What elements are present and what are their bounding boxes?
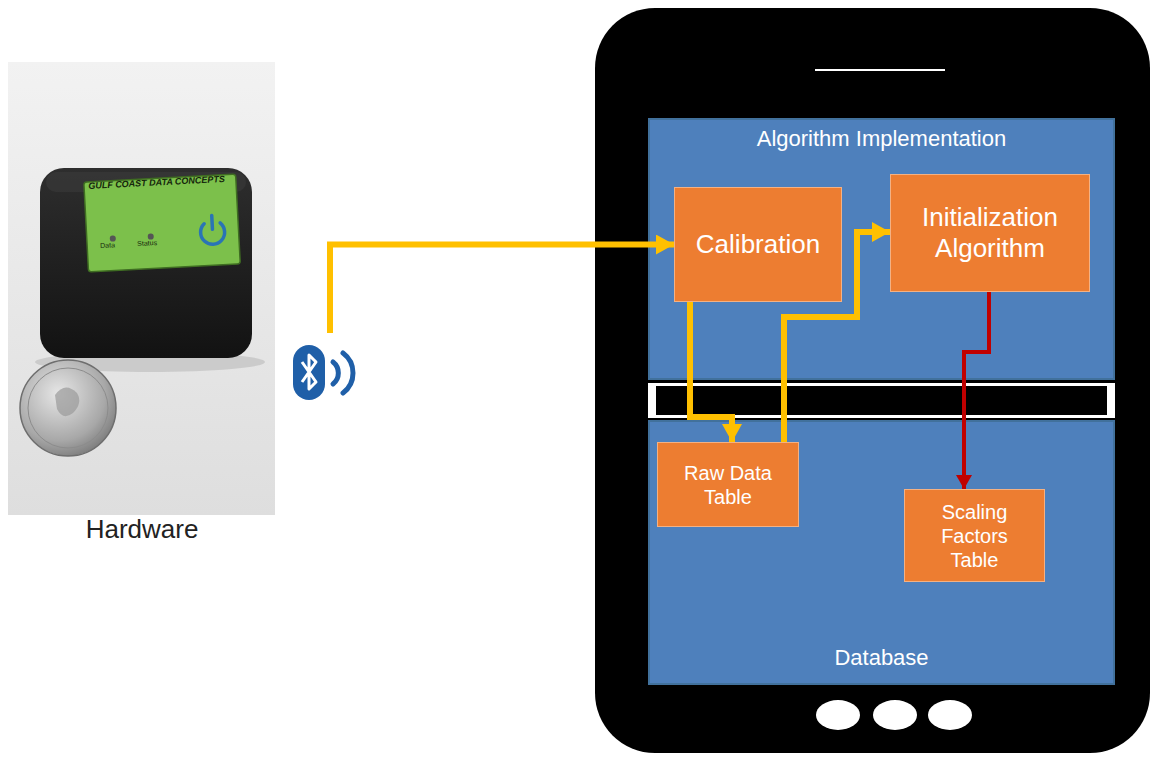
led-label: Data <box>100 241 115 249</box>
region-panel: Algorithm ImplementationCalibration Initi… <box>648 118 1115 380</box>
process-box: Initialization Algorithm <box>890 174 1090 292</box>
table-box: Scaling Factors Table <box>904 489 1045 582</box>
box-label: Raw Data Table <box>668 461 788 509</box>
led-label: Status <box>137 239 157 247</box>
panel-title: Algorithm Implementation <box>757 126 1006 152</box>
box-label: Calibration <box>696 229 820 260</box>
box-label: Initialization Algorithm <box>903 202 1078 264</box>
process-box: Calibration <box>674 187 842 302</box>
device-caption: Hardware <box>8 514 276 545</box>
region-panel: Database Raw Data TableScaling Factors Ta… <box>648 420 1115 685</box>
panel-title: Database <box>834 645 928 671</box>
table-box: Raw Data Table <box>657 442 799 527</box>
hardware-device: Hardware <box>8 62 365 562</box>
device-brand: GULF COAST DATA CONCEPTS <box>88 174 225 191</box>
box-label: Scaling Factors Table <box>920 500 1030 572</box>
flow-arrow <box>330 245 674 334</box>
